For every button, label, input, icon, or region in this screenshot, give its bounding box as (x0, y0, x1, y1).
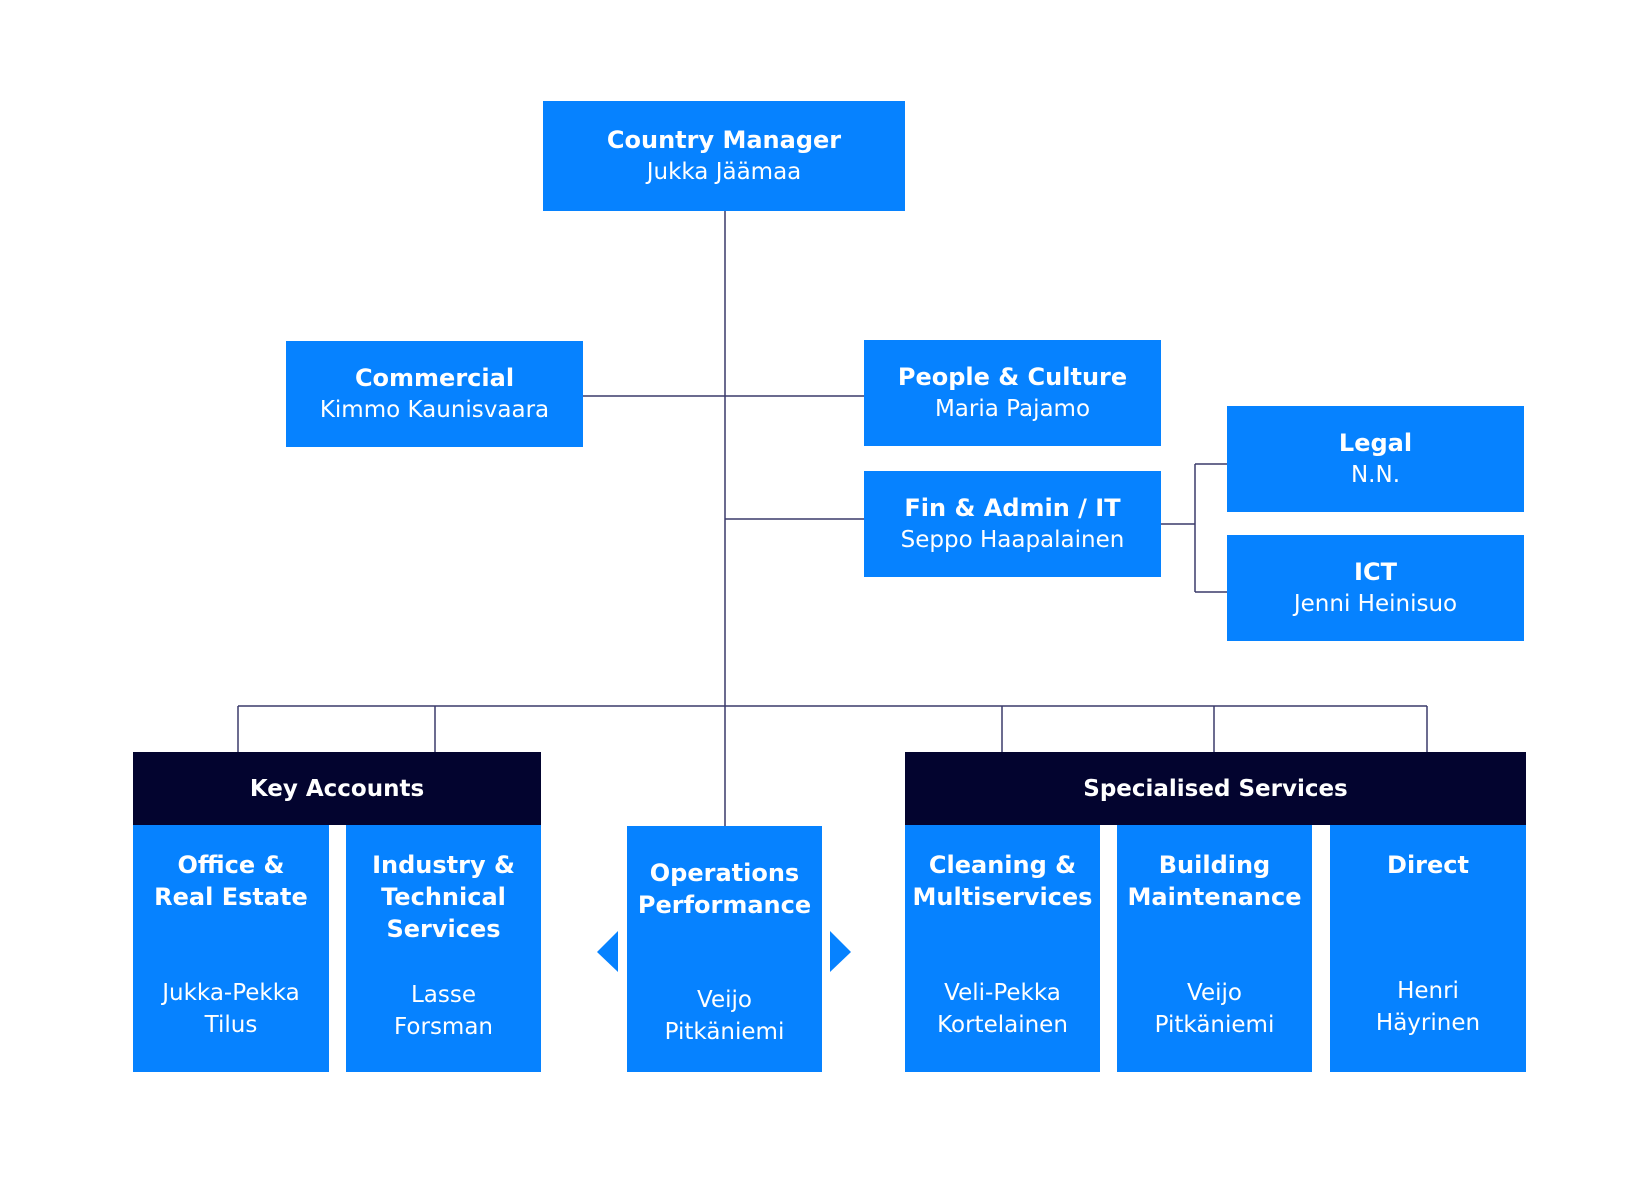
ict-box: ICT Jenni Heinisuo (1227, 535, 1524, 641)
direct-box: Direct Henri Häyrinen (1330, 825, 1526, 1072)
country-manager-box: Country Manager Jukka Jäämaa (543, 101, 905, 211)
fin-admin-box: Fin & Admin / IT Seppo Haapalainen (864, 471, 1161, 577)
direct-role: Direct (1387, 851, 1469, 879)
key-accounts-header: Key Accounts (133, 752, 541, 825)
office-real-estate-box: Office & Real Estate Jukka-Pekka Tilus (133, 825, 329, 1072)
left-arrow-icon (597, 931, 618, 972)
legal-name: N.N. (1350, 462, 1401, 488)
commercial-name: Kimmo Kaunisvaara (319, 397, 550, 423)
industry-technical-role: Industry & Technical Services (372, 851, 515, 943)
specialised-services-header: Specialised Services (905, 752, 1526, 825)
fin-admin-role: Fin & Admin / IT (904, 494, 1121, 522)
fin-admin-name: Seppo Haapalainen (900, 527, 1125, 553)
legal-box: Legal N.N. (1227, 406, 1524, 512)
ict-name: Jenni Heinisuo (1293, 591, 1458, 617)
people-culture-box: People & Culture Maria Pajamo (864, 340, 1161, 446)
country-manager-name: Jukka Jäämaa (646, 159, 802, 185)
cleaning-name: Veli-Pekka Kortelainen (937, 980, 1068, 1038)
people-culture-role: People & Culture (897, 363, 1128, 391)
industry-technical-box: Industry & Technical Services Lasse Fors… (346, 825, 541, 1072)
commercial-box: Commercial Kimmo Kaunisvaara (286, 341, 583, 447)
people-culture-name: Maria Pajamo (934, 396, 1091, 422)
key-accounts-title: Key Accounts (249, 775, 425, 802)
office-real-estate-name: Jukka-Pekka Tilus (162, 980, 300, 1038)
legal-role: Legal (1338, 429, 1413, 457)
country-manager-role: Country Manager (606, 126, 842, 154)
cleaning-multiservices-box: Cleaning & Multiservices Veli-Pekka Kort… (905, 825, 1100, 1072)
right-arrow-icon (830, 931, 851, 972)
ict-role: ICT (1354, 558, 1397, 586)
operations-role: Operations Performance (637, 859, 812, 919)
office-real-estate-role: Office & Real Estate (154, 851, 308, 911)
industry-technical-name: Lasse Forsman (394, 982, 493, 1040)
commercial-role: Commercial (354, 364, 515, 392)
building-maintenance-box: Building Maintenance Veijo Pitkäniemi (1117, 825, 1312, 1072)
direct-name: Henri Häyrinen (1375, 978, 1481, 1036)
cleaning-role: Cleaning & Multiservices (912, 851, 1093, 911)
specialised-services-title: Specialised Services (1083, 775, 1348, 802)
building-name: Veijo Pitkäniemi (1154, 980, 1275, 1038)
operations-performance-box: Operations Performance Veijo Pitkäniemi (627, 826, 822, 1072)
operations-name: Veijo Pitkäniemi (664, 987, 785, 1045)
building-role: Building Maintenance (1127, 851, 1302, 911)
